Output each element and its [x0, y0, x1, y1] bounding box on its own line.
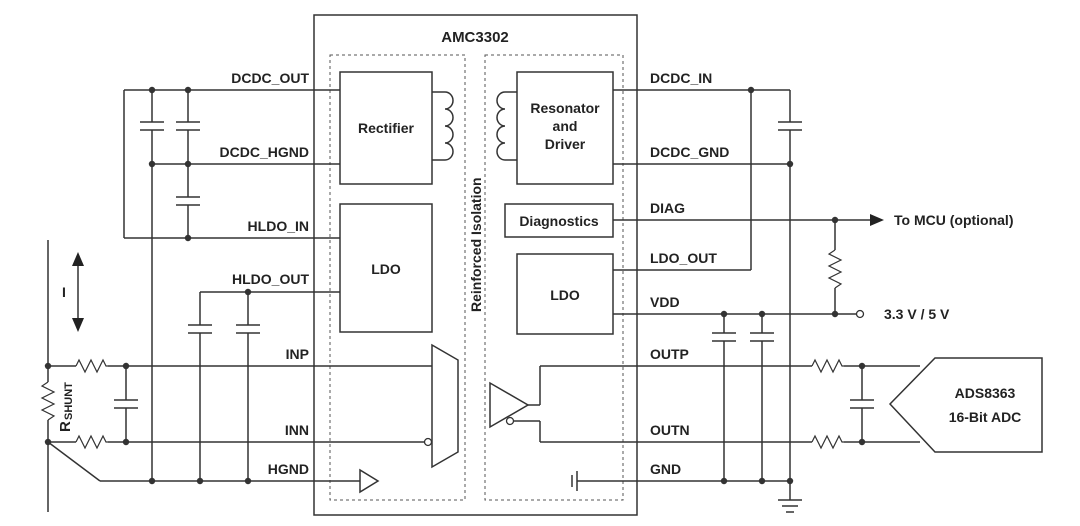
rectifier-label: Rectifier [358, 120, 415, 136]
chip-title: AMC3302 [441, 29, 509, 46]
ldo-high-side-label: LDO [371, 261, 401, 277]
pin-label-hldo-in: HLDO_IN [248, 218, 309, 234]
pin-label-outn: OUTN [650, 422, 690, 438]
right-capacitors [712, 121, 874, 409]
pin-label-hldo-out: HLDO_OUT [232, 271, 309, 287]
modulator [423, 343, 459, 469]
pin-label-ldo-out: LDO_OUT [650, 250, 717, 266]
pin-label-dcdc-in: DCDC_IN [650, 70, 712, 86]
isolation-label: Reinforced Isolation [468, 177, 484, 312]
current-label: I [62, 284, 66, 300]
right-side-wiring [514, 89, 920, 500]
chip-outline [313, 14, 638, 516]
left-junction-dots [44, 86, 252, 485]
pin-label-inp: INP [286, 346, 309, 362]
resonator-block: Resonator and Driver [516, 71, 614, 185]
ldo-low-side-block: LDO [516, 253, 614, 335]
input-filter-resistor-n [75, 434, 108, 450]
left-capacitors [114, 121, 260, 409]
ldo-high-side-block: LDO [339, 203, 433, 333]
earth-ground-icon [778, 499, 802, 513]
pin-label-gnd: GND [650, 461, 681, 477]
resonator-label-line1: Resonator [530, 100, 600, 116]
input-filter-resistor-p [75, 358, 108, 374]
diagnostics-block: Diagnostics [504, 203, 614, 238]
resonator-label-line2: and [553, 118, 578, 134]
right-junction-dots [720, 86, 866, 485]
ldo-low-side-label: LDO [550, 287, 580, 303]
internal-ground-icon [571, 471, 588, 491]
pin-label-inn: INN [285, 422, 309, 438]
shunt-resistor [40, 366, 56, 442]
pin-label-dcdc-hgnd: DCDC_HGND [220, 144, 309, 160]
adc-label-line2: 16-Bit ADC [949, 409, 1022, 425]
pin-label-diag: DIAG [650, 200, 685, 216]
shunt-label-sub: SHUNT [63, 382, 75, 420]
output-buffer [489, 381, 530, 429]
resonator-label-line3: Driver [545, 136, 586, 152]
shunt-label-main: R [57, 421, 74, 432]
pin-label-dcdc-out: DCDC_OUT [231, 70, 309, 86]
output-filter-resistor-p [811, 358, 844, 374]
transformer [432, 91, 517, 161]
pin-label-dcdc-gnd: DCDC_GND [650, 144, 729, 160]
supply-voltage-label: 3.3 V / 5 V [884, 306, 950, 322]
pin-label-vdd: VDD [650, 294, 680, 310]
diagnostics-label: Diagnostics [519, 213, 599, 229]
left-side-wiring [47, 89, 432, 512]
to-mcu-label: To MCU (optional) [894, 212, 1014, 228]
pin-label-hgnd: HGND [268, 461, 309, 477]
hgnd-ground-icon [359, 468, 380, 494]
current-direction-arrow-icon [72, 252, 84, 332]
pin-label-outp: OUTP [650, 346, 689, 362]
rectifier-block: Rectifier [339, 71, 433, 185]
adc-label-line1: ADS8363 [955, 385, 1016, 401]
adc-block: ADS8363 16-Bit ADC [888, 357, 1043, 453]
shunt-label: R SHUNT [57, 382, 75, 432]
output-filter-resistor-n [811, 434, 844, 450]
